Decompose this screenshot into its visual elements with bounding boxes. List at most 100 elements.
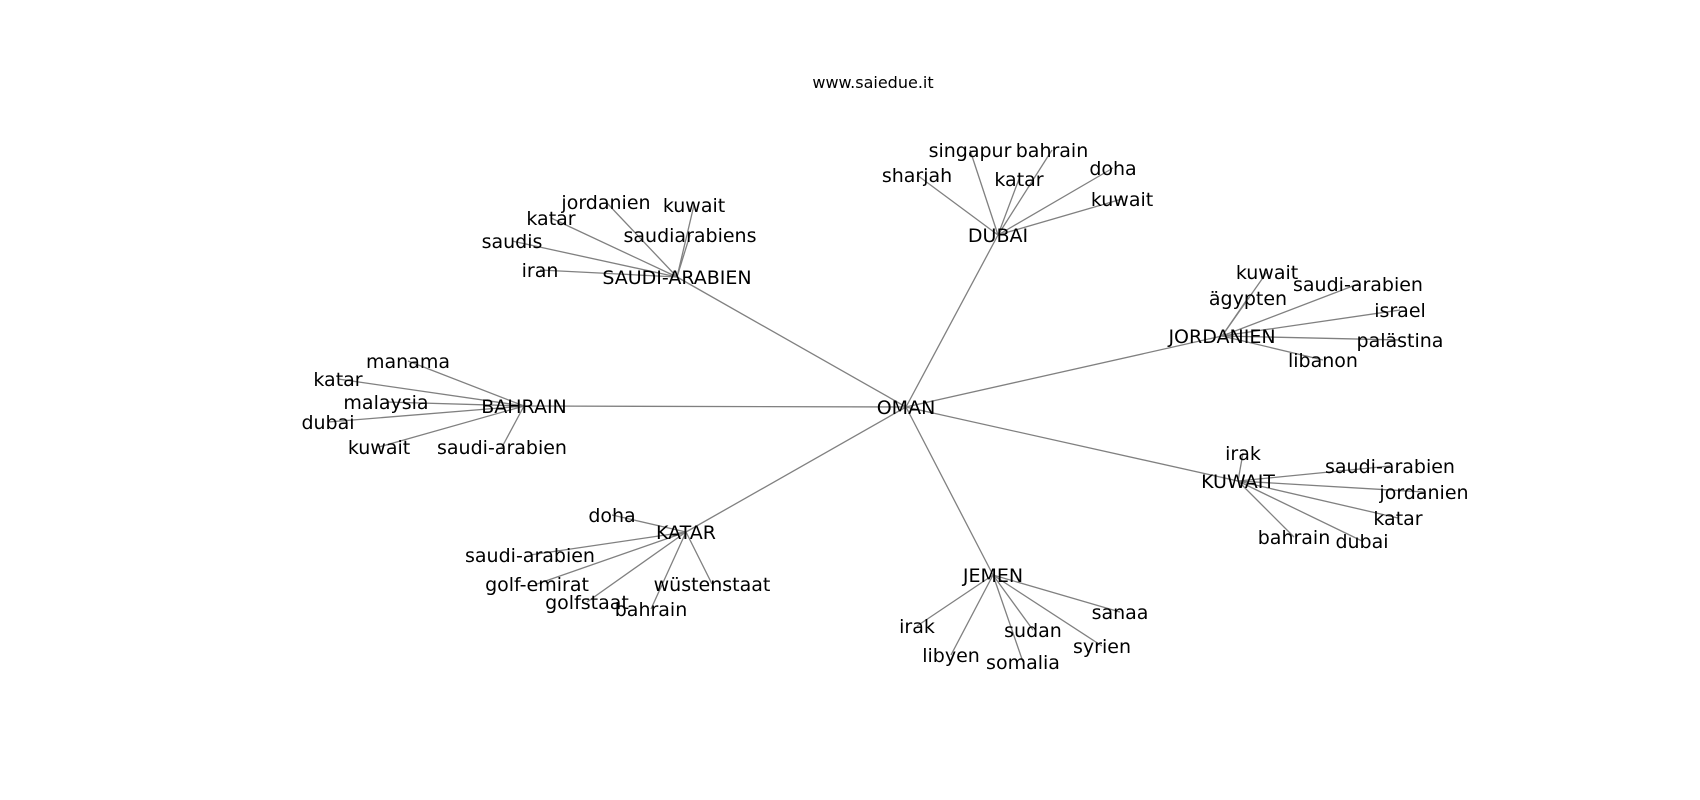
edge-kuwait-1 [1237, 465, 1391, 482]
edge-jemen-0 [992, 574, 1121, 613]
node-leaf: irak [1225, 443, 1261, 465]
edge-saudi-arabien-3 [676, 234, 691, 278]
node-hub: KUWAIT [1201, 471, 1275, 493]
node-hub: SAUDI-ARABIEN [602, 267, 751, 289]
edge-dubai-0 [969, 149, 999, 236]
node-leaf: syrien [1073, 636, 1131, 658]
node-leaf: iran [522, 260, 559, 282]
node-leaf: katar [313, 369, 362, 391]
node-leaf: golfstaat [545, 592, 629, 614]
edge-kuwait-3 [1237, 480, 1399, 519]
diagram-title: www.saiedue.it [812, 73, 933, 92]
node-leaf: saudis [482, 231, 543, 253]
edge-jemen-5 [992, 574, 1024, 663]
edge-saudi-arabien-1 [676, 204, 695, 278]
edge-dubai-3 [997, 178, 1020, 236]
edge-kuwait-0 [1237, 452, 1244, 482]
edges [327, 149, 1425, 663]
node-leaf: sharjah [882, 165, 952, 187]
edge-jordanien-2 [1221, 297, 1249, 337]
edge-bahrain-5 [501, 405, 525, 448]
edge-dubai-4 [997, 167, 1114, 236]
node-leaf: singapur [929, 140, 1012, 162]
node-leaf: kuwait [348, 437, 410, 459]
edge-jordanien-1 [1221, 283, 1359, 337]
edge-katar-3 [685, 531, 713, 585]
edge-jemen-4 [950, 574, 994, 656]
node-leaf: bahrain [1016, 140, 1089, 162]
edge-root-jordanien [905, 335, 1223, 408]
node-hub: DUBAI [968, 225, 1028, 247]
node-leaf: saudiarabiens [624, 225, 757, 247]
node-root: OMAN [877, 397, 936, 419]
node-leaf: katar [1373, 508, 1422, 530]
node-leaf: golf-emirat [485, 574, 589, 596]
edge-katar-4 [586, 531, 687, 603]
node-leaf: kuwait [1091, 189, 1153, 211]
edge-saudi-arabien-5 [539, 269, 678, 278]
edge-kuwait-2 [1237, 480, 1425, 493]
edge-jemen-1 [916, 574, 994, 627]
edge-root-dubai [905, 234, 999, 408]
edge-saudi-arabien-4 [511, 240, 678, 278]
node-leaf: doha [588, 505, 635, 527]
edge-katar-2 [536, 531, 687, 585]
node-leaf: sanaa [1092, 602, 1149, 624]
edge-jordanien-4 [1221, 335, 1401, 341]
edge-jordanien-3 [1221, 309, 1401, 337]
node-leaf: bahrain [1258, 527, 1331, 549]
node-leaf: saudi-arabien [465, 545, 595, 567]
node-leaf: malaysia [343, 392, 428, 414]
node-hub: BAHRAIN [481, 396, 567, 418]
node-leaf: sudan [1004, 620, 1062, 642]
edge-jemen-2 [992, 574, 1034, 631]
edge-dubai-5 [997, 198, 1123, 236]
node-leaf: bahrain [615, 599, 688, 621]
edge-katar-5 [650, 531, 687, 610]
node-leaf: dubai [1335, 531, 1388, 553]
edge-dubai-1 [997, 149, 1053, 236]
edge-jordanien-5 [1221, 335, 1324, 361]
node-leaf: libyen [922, 645, 980, 667]
edge-saudi-arabien-0 [605, 201, 678, 278]
edge-bahrain-1 [337, 378, 525, 407]
edge-root-jemen [905, 406, 994, 576]
node-leaf: wüstenstaat [654, 574, 771, 596]
edge-bahrain-0 [407, 360, 525, 407]
edge-root-bahrain [523, 405, 907, 408]
node-hub: JEMEN [962, 565, 1023, 587]
node-leaf: dubai [301, 412, 354, 434]
node-hub: JORDANIEN [1167, 326, 1275, 348]
edge-kuwait-5 [1237, 480, 1363, 542]
node-leaf: somalia [986, 652, 1060, 674]
edge-katar-1 [529, 531, 687, 556]
edge-kuwait-4 [1237, 480, 1295, 538]
edge-root-katar [685, 406, 907, 533]
edge-jemen-3 [992, 574, 1103, 647]
node-leaf: katar [994, 169, 1043, 191]
node-leaf: manama [366, 351, 450, 373]
node-leaf: katar [526, 208, 575, 230]
edge-saudi-arabien-2 [550, 217, 678, 278]
edge-root-saudi-arabien [676, 276, 907, 408]
node-leaf: ägypten [1209, 288, 1287, 310]
edge-bahrain-3 [327, 405, 525, 423]
edge-bahrain-4 [378, 405, 525, 448]
node-leaf: irak [899, 616, 935, 638]
node-leaf: saudi-arabien [1325, 456, 1455, 478]
node-leaf: jordanien [1378, 482, 1468, 504]
node-leaf: kuwait [663, 195, 725, 217]
node-hub: KATAR [656, 522, 716, 544]
node-leaf: saudi-arabien [1293, 274, 1423, 296]
node-leaf: palästina [1357, 330, 1444, 352]
edge-dubai-2 [916, 174, 999, 236]
node-leaf: saudi-arabien [437, 437, 567, 459]
node-leaf: israel [1374, 300, 1426, 322]
edge-bahrain-2 [385, 401, 525, 407]
node-leaf: kuwait [1236, 262, 1298, 284]
edge-root-kuwait [905, 406, 1239, 482]
edge-katar-0 [611, 514, 687, 533]
node-leaf: jordanien [560, 192, 650, 214]
